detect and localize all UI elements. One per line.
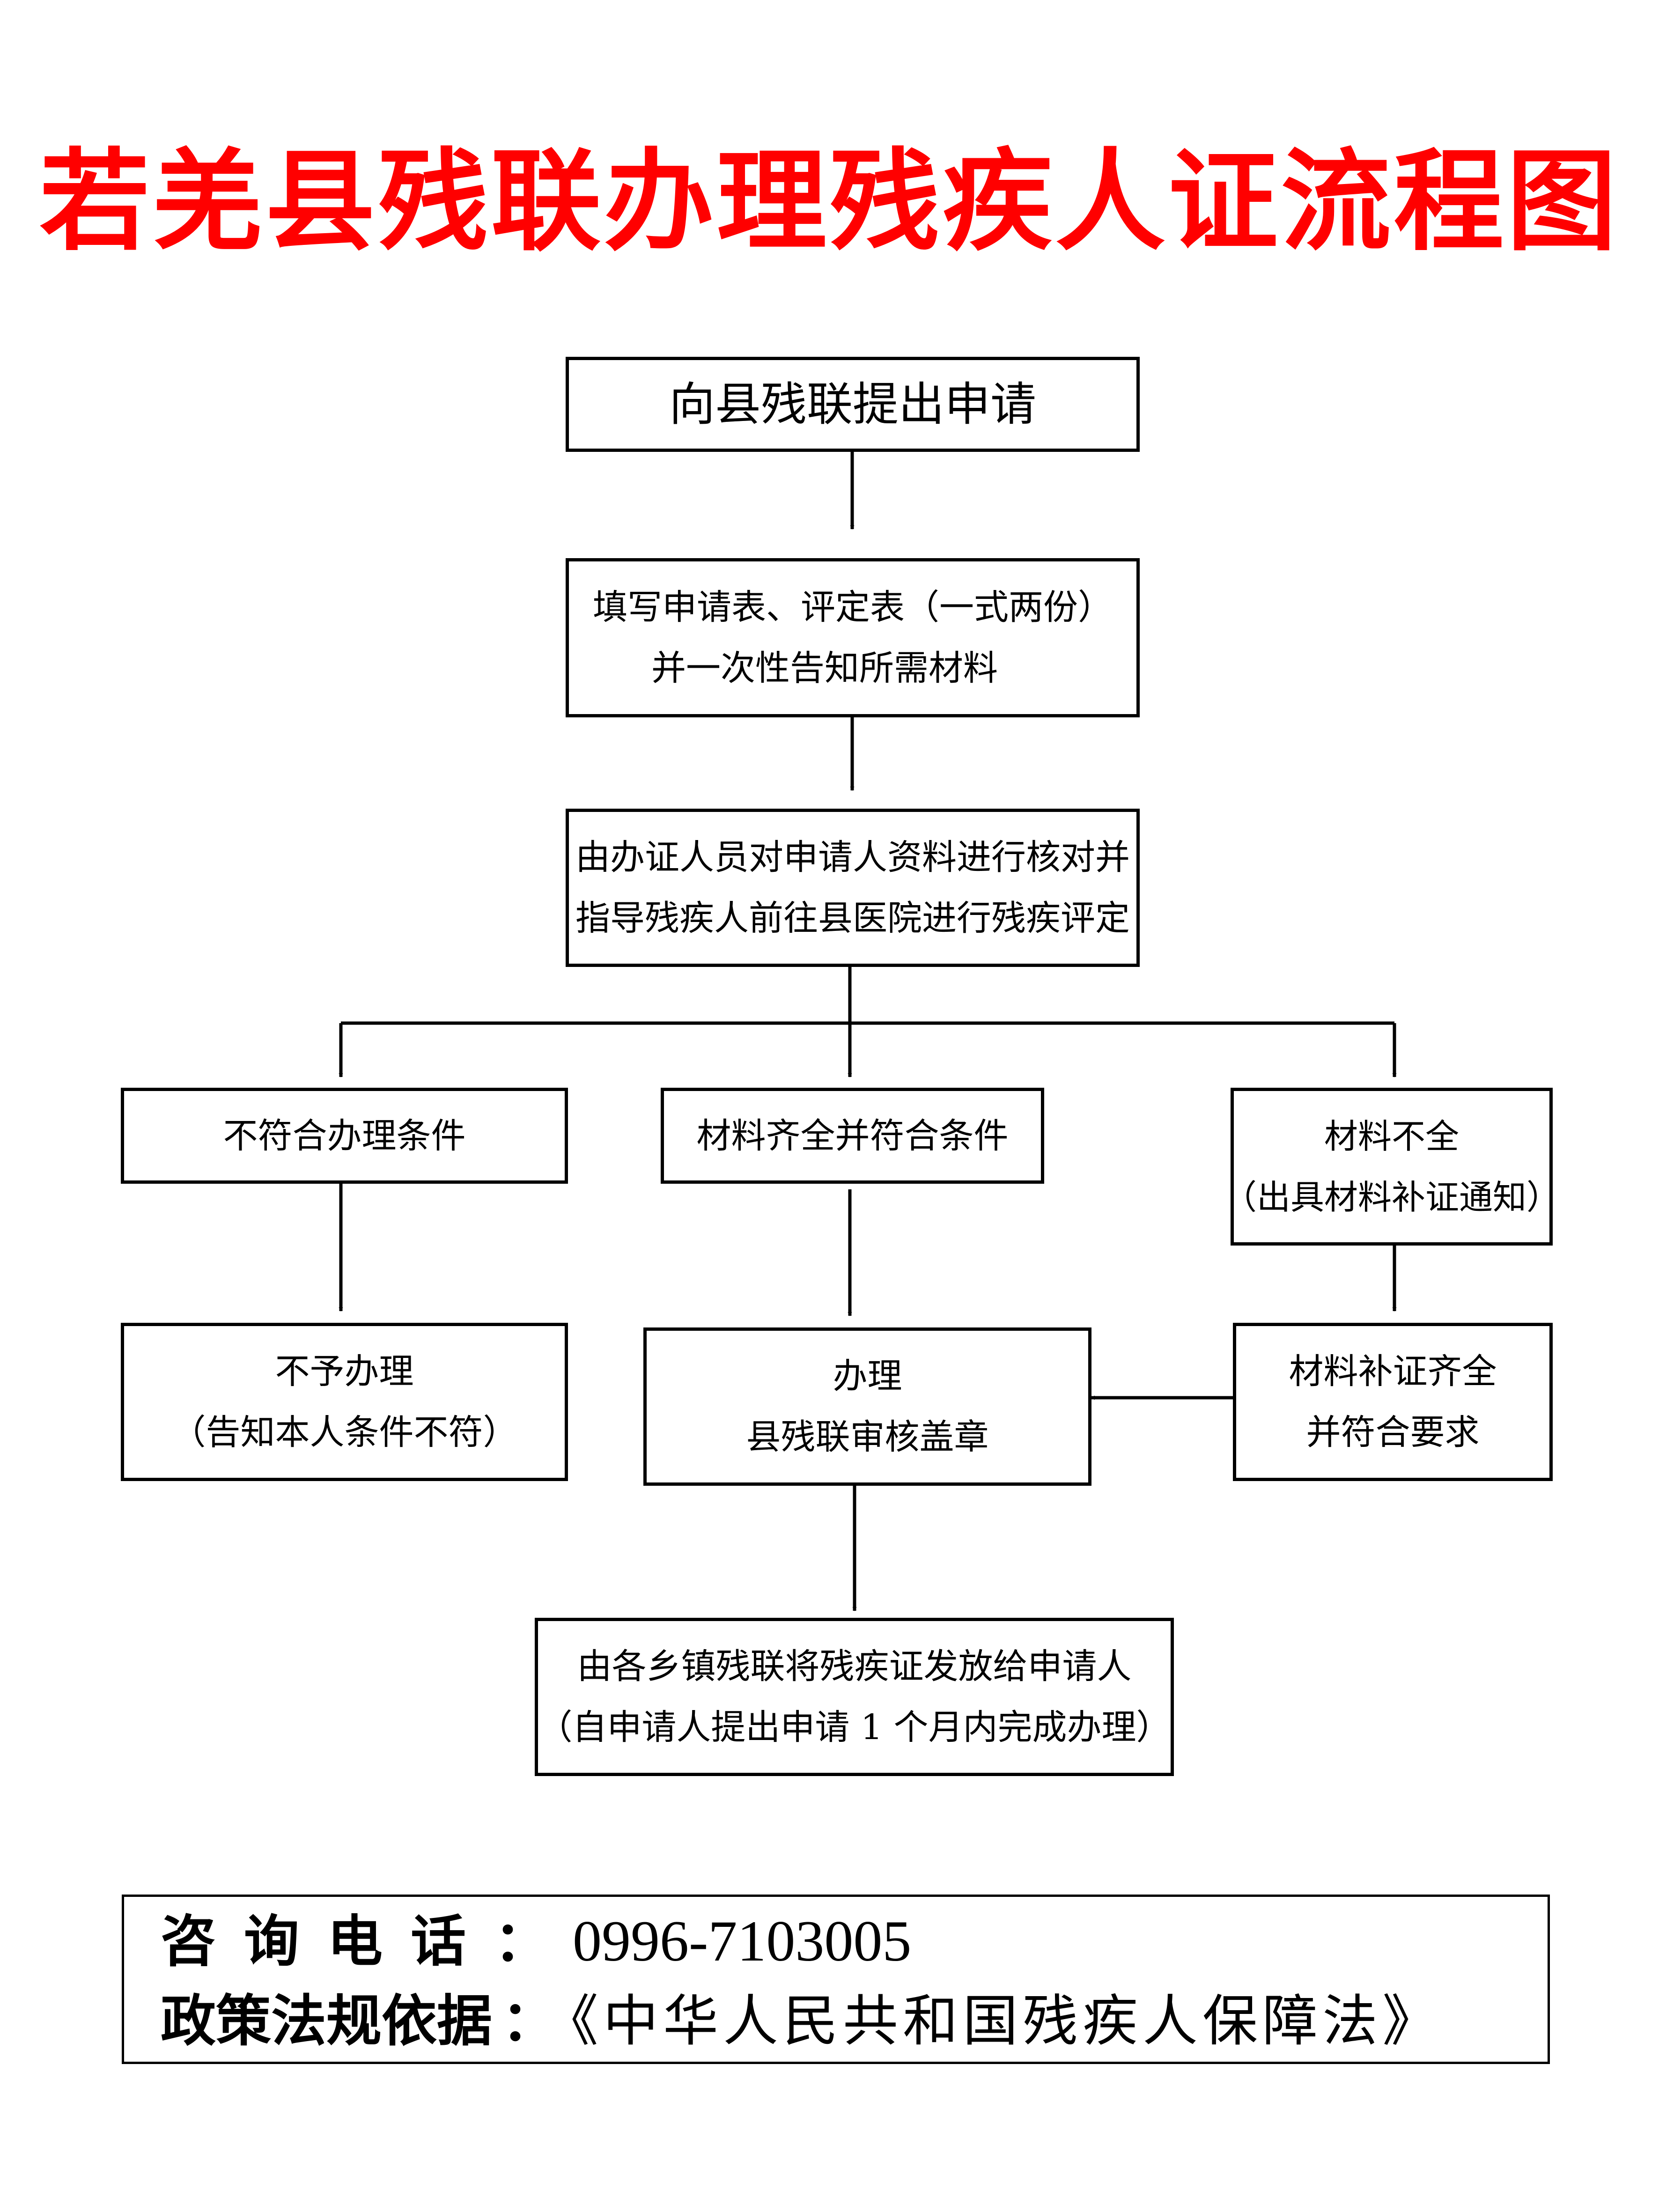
law-colon: ： <box>501 1989 557 2053</box>
law-row: 政策法规依据：《中华人民共和国残疾人保障法》 <box>161 1986 1442 2056</box>
page-title: 若羌县残联办理残疾人证流程图 <box>39 137 1620 266</box>
step-issue-line2: （自申请人提出申请 1 个月内完成办理） <box>538 1707 1171 1747</box>
step-reject: 不予办理 （告知本人条件不符） <box>121 1323 568 1481</box>
step-complete-line1: 材料齐全并符合条件 <box>696 1115 1009 1156</box>
step-supplemented-line1: 材料补证齐全 <box>1289 1351 1497 1392</box>
step-supplemented-line2: 并符合要求 <box>1306 1412 1480 1453</box>
step-incomplete-line2: （出具材料补证通知） <box>1223 1177 1561 1217</box>
step-verify: 由办证人员对申请人资料进行核对并 指导残疾人前往县医院进行残疾评定 <box>566 809 1140 967</box>
step-apply: 向县残联提出申请 <box>566 357 1140 452</box>
phone-number: 0996-7103005 <box>573 1909 912 1973</box>
step-not-eligible-line1: 不符合办理条件 <box>223 1115 466 1156</box>
step-fill-form-line1: 填写申请表、评定表（一式两份） <box>593 587 1113 627</box>
step-supplemented: 材料补证齐全 并符合要求 <box>1233 1323 1553 1481</box>
step-verify-line1: 由办证人员对申请人资料进行核对并 <box>575 837 1130 877</box>
step-fill-form-line2: 并一次性告知所需材料 <box>651 648 998 688</box>
step-issue: 由各乡镇残联将残疾证发放给申请人 （自申请人提出申请 1 个月内完成办理） <box>535 1618 1174 1776</box>
law-name: 《中华人民共和国残疾人保障法》 <box>571 1989 1443 2053</box>
step-process-line2: 县残联审核盖章 <box>746 1417 989 1457</box>
step-verify-line2: 指导残疾人前往县医院进行残疾评定 <box>575 898 1130 938</box>
contact-info-box: 咨询电话：0996-7103005 政策法规依据：《中华人民共和国残疾人保障法》 <box>122 1895 1550 2064</box>
step-process: 办理 县残联审核盖章 <box>643 1327 1091 1486</box>
step-complete: 材料齐全并符合条件 <box>661 1088 1044 1184</box>
step-process-line1: 办理 <box>833 1356 902 1396</box>
step-not-eligible: 不符合办理条件 <box>121 1088 568 1184</box>
step-incomplete: 材料不全 （出具材料补证通知） <box>1223 1088 1560 1246</box>
law-label: 政策法规依据 <box>161 1989 493 2053</box>
step-issue-line1: 由各乡镇残联将残疾证发放给申请人 <box>577 1646 1132 1687</box>
phone-row: 咨询电话： 0996-7103005 <box>161 1906 911 1976</box>
step-fill-form: 填写申请表、评定表（一式两份） 并一次性告知所需材料 <box>566 558 1140 717</box>
phone-label: 咨询电话 <box>161 1909 494 1974</box>
step-incomplete-line1: 材料不全 <box>1324 1116 1459 1156</box>
step-apply-line1: 向县残联提出申请 <box>669 377 1036 431</box>
step-reject-line1: 不予办理 <box>275 1351 414 1392</box>
phone-colon: ： <box>494 1909 550 1974</box>
step-reject-line2: （告知本人条件不符） <box>171 1412 518 1453</box>
